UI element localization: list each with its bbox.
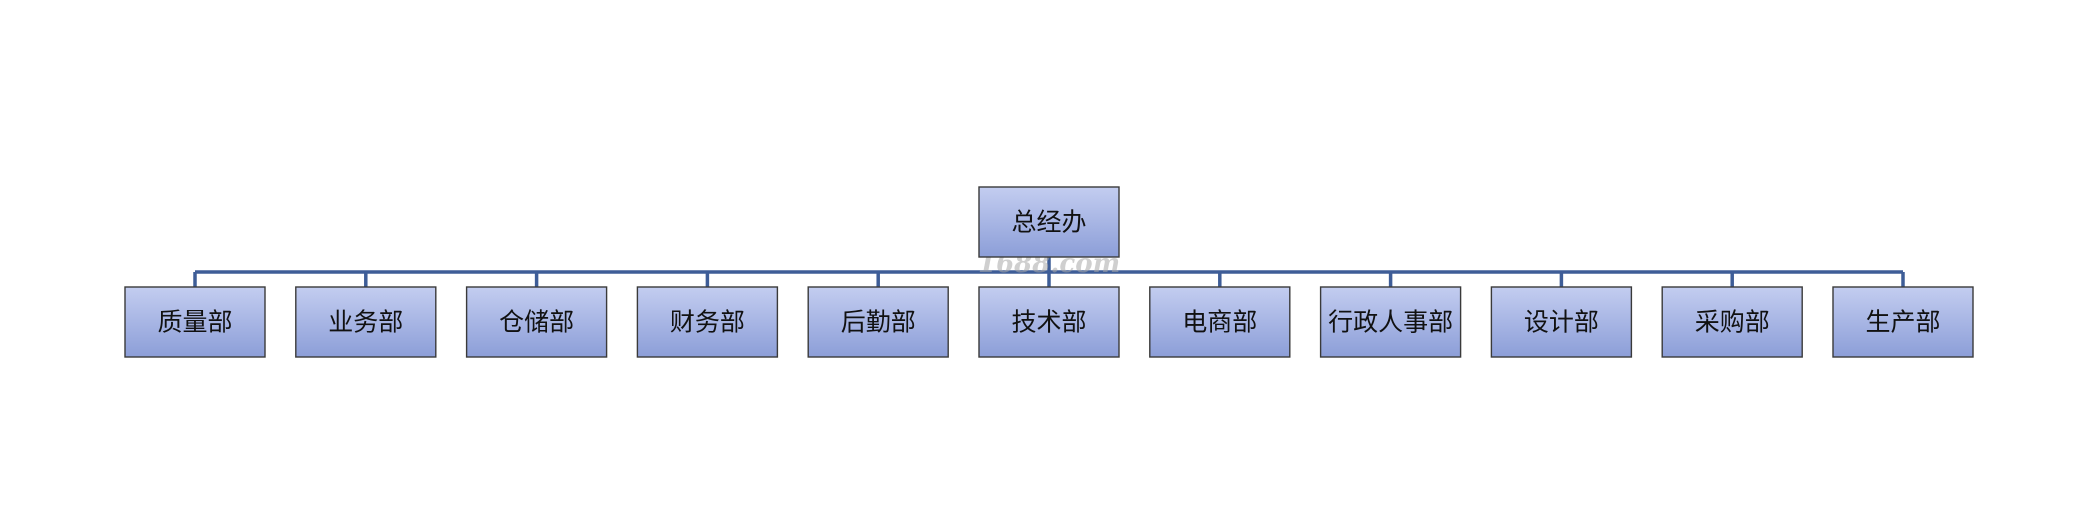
department-node: 生产部	[1832, 286, 1974, 358]
node-label: 财务部	[670, 308, 745, 337]
node-label: 质量部	[157, 308, 232, 337]
node-box	[1832, 286, 1974, 358]
department-node: 电商部	[1149, 286, 1291, 358]
node-box	[1490, 286, 1633, 358]
node-box	[807, 286, 949, 358]
department-node: 采购部	[1661, 286, 1803, 358]
department-node: 技术部	[978, 286, 1120, 358]
node-label: 总经办	[1011, 208, 1086, 237]
node-box	[636, 286, 779, 358]
node-label: 仓储部	[499, 308, 574, 337]
node-label: 采购部	[1695, 308, 1770, 337]
node-label: 生产部	[1865, 308, 1940, 337]
node-label: 行政人事部	[1328, 308, 1453, 337]
node-box	[295, 286, 437, 358]
node-label: 后勤部	[841, 308, 916, 337]
node-label: 设计部	[1524, 308, 1599, 337]
node-box	[978, 186, 1120, 258]
department-node: 后勤部	[807, 286, 949, 358]
node-label: 技术部	[1011, 308, 1086, 337]
node-box	[1661, 286, 1803, 358]
node-box	[1149, 286, 1291, 358]
department-node: 行政人事部	[1319, 286, 1462, 358]
department-node: 业务部	[295, 286, 437, 358]
department-node: 财务部	[636, 286, 779, 358]
department-node: 仓储部	[465, 286, 608, 358]
node-box	[465, 286, 608, 358]
node-box	[1319, 286, 1462, 358]
node-label: 业务部	[328, 308, 403, 337]
department-node: 质量部	[124, 286, 266, 358]
node-box	[978, 286, 1120, 358]
root-node: 总经办	[978, 186, 1120, 258]
node-label: 电商部	[1182, 308, 1257, 337]
node-box	[124, 286, 266, 358]
department-node: 设计部	[1490, 286, 1633, 358]
connector-lines	[193, 257, 1905, 287]
